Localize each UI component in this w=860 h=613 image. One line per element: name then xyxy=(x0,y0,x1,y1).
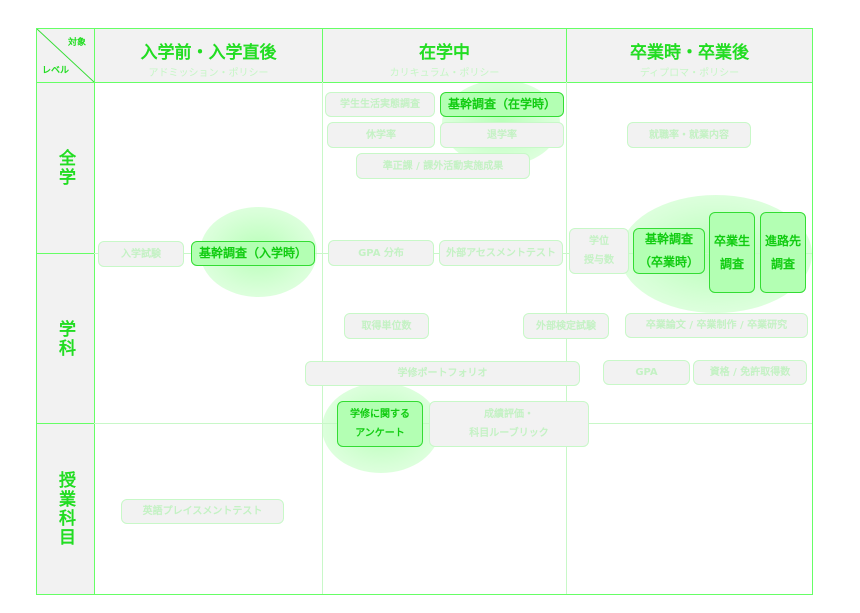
item-core-survey-enrolled: 基幹調査（在学時） xyxy=(440,92,564,117)
item-learning-survey: 学修に関する アンケート xyxy=(337,401,423,447)
item-student-life-survey: 学生生活実態調査 xyxy=(325,92,435,117)
column-subtitle: ディプロマ・ポリシー xyxy=(639,68,740,79)
item-core-survey-entry: 基幹調査（入学時） xyxy=(191,241,315,266)
row-header-department: 学科 xyxy=(36,253,95,424)
item-leave-rate: 休学率 xyxy=(327,122,435,148)
column-title: 卒業時・卒業後 xyxy=(630,43,749,63)
column-subtitle: カリキュラム・ポリシー xyxy=(389,68,500,79)
column-title: 在学中 xyxy=(419,43,470,63)
item-external-certification: 外部検定試験 xyxy=(523,313,609,339)
column-header-admission: 入学前・入学直後アドミッション・ポリシー xyxy=(94,28,323,83)
row-header-course: 授業科目 xyxy=(36,423,95,595)
column-header-curriculum: 在学中カリキュラム・ポリシー xyxy=(322,28,567,83)
item-licenses: 資格 / 免許取得数 xyxy=(693,360,807,385)
item-gpa-distribution: GPA 分布 xyxy=(328,240,434,266)
border xyxy=(94,594,813,595)
item-degrees-awarded: 学位 授与数 xyxy=(569,228,629,274)
item-grading-rubric: 成績評価・ 科目ルーブリック xyxy=(429,401,589,447)
item-credits-earned: 取得単位数 xyxy=(344,313,429,339)
item-extracurricular: 準正課 / 課外活動実施成果 xyxy=(356,153,530,179)
corner-level-label: レベル xyxy=(42,66,70,76)
item-employer-survey: 進路先 調査 xyxy=(760,212,806,293)
row-header-university: 全学 xyxy=(36,82,95,254)
item-alumni-survey: 卒業生 調査 xyxy=(709,212,755,293)
item-entrance-exam: 入学試験 xyxy=(98,241,184,267)
corner-cell: 対象 レベル xyxy=(36,28,95,83)
column-header-diploma: 卒業時・卒業後ディプロマ・ポリシー xyxy=(566,28,813,83)
corner-target-label: 対象 xyxy=(67,38,86,48)
column-subtitle: アドミッション・ポリシー xyxy=(148,68,269,79)
item-core-survey-graduation: 基幹調査 （卒業時） xyxy=(633,228,705,274)
column-title: 入学前・入学直後 xyxy=(140,43,277,63)
item-english-placement: 英語プレイスメントテスト xyxy=(121,499,284,524)
item-graduation-thesis: 卒業論文 / 卒業制作 / 卒業研究 xyxy=(625,313,808,338)
item-employment: 就職率・就業内容 xyxy=(627,122,751,148)
column-divider xyxy=(322,82,323,595)
border xyxy=(812,82,813,595)
item-dropout-rate: 退学率 xyxy=(440,122,564,148)
item-gpa: GPA xyxy=(603,360,690,385)
item-external-assessment: 外部アセスメントテスト xyxy=(439,240,563,266)
item-learning-portfolio: 学修ポートフォリオ xyxy=(305,361,580,386)
